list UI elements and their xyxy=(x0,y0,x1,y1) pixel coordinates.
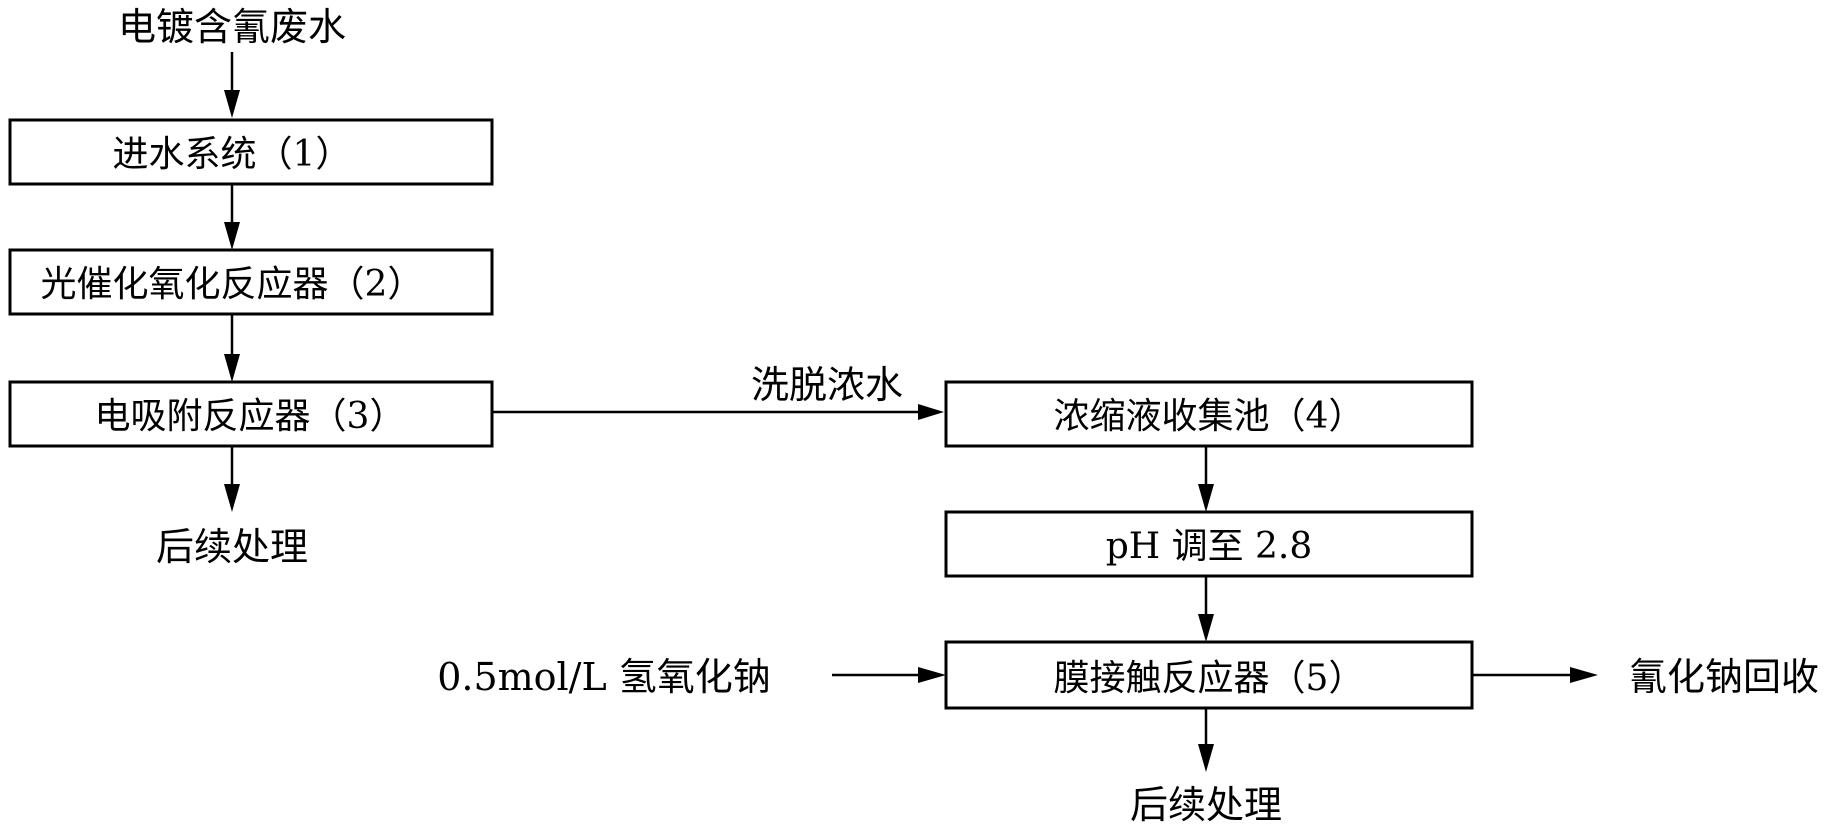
arrowhead-inlet-to-photocat xyxy=(224,222,240,250)
naoh-label: 0.5mol/L 氢氧化钠 xyxy=(437,655,771,699)
membrane-reactor-box xyxy=(944,640,1474,710)
post-treatment-right-label: 后续处理 xyxy=(1130,783,1282,827)
inlet-system-label: 进水系统（1） xyxy=(113,134,352,175)
arrowhead-concentrate-to-ph xyxy=(1198,484,1214,512)
arrowhead-ph-to-membrane xyxy=(1198,614,1214,642)
recovery-label: 氰化钠回收 xyxy=(1629,655,1819,699)
concentrate-tank-label: 浓缩液收集池（4） xyxy=(1054,396,1365,437)
photocatalytic-reactor-label: 光催化氧化反应器（2） xyxy=(41,264,424,305)
input-label: 电镀含氰废水 xyxy=(118,5,346,49)
electrosorption-reactor-box xyxy=(8,380,494,448)
arrowhead-input-to-inlet xyxy=(224,90,240,118)
eluate-label: 洗脱浓水 xyxy=(751,363,903,407)
arrowhead-photocat-to-electro xyxy=(224,354,240,382)
arrowhead-naoh-to-membrane xyxy=(918,667,946,683)
photocatalytic-reactor-box xyxy=(8,248,494,316)
ph-adjust-box xyxy=(944,510,1474,578)
inlet-system-box xyxy=(8,118,494,186)
membrane-reactor-label: 膜接触反应器（5） xyxy=(1054,658,1365,699)
concentrate-tank-box xyxy=(944,380,1474,448)
ph-adjust-label: pH 调至 2.8 xyxy=(1106,526,1313,567)
arrowhead-electro-to-post-left xyxy=(224,484,240,512)
arrowhead-membrane-to-post-right xyxy=(1198,744,1214,772)
arrowhead-electro-to-concentrate xyxy=(918,404,944,420)
electrosorption-reactor-label: 电吸附反应器（3） xyxy=(95,396,406,437)
arrowhead-membrane-to-recovery xyxy=(1570,667,1598,683)
post-treatment-left-label: 后续处理 xyxy=(156,525,308,569)
